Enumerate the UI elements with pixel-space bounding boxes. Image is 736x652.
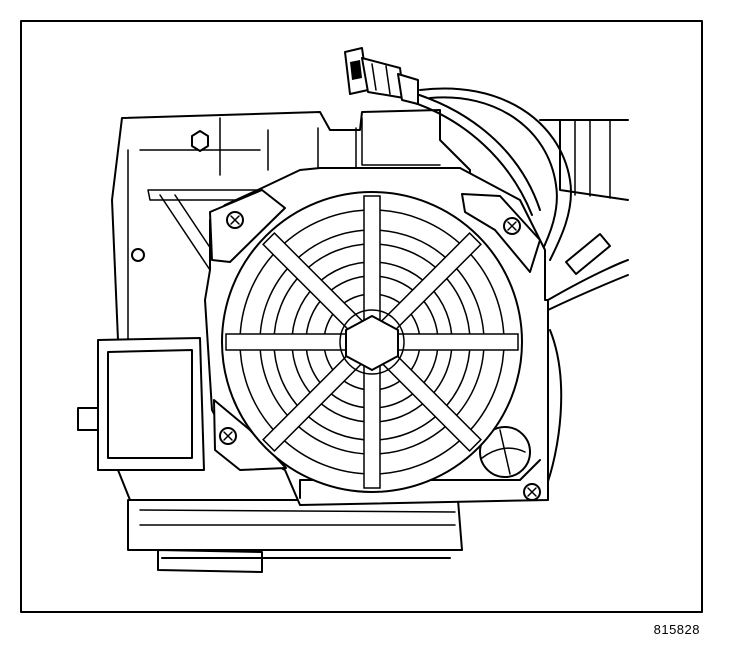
mount-ear-top-left [209, 189, 286, 263]
screw-bottom-left [219, 427, 237, 445]
screw-top-left [226, 211, 244, 229]
screw-top-right [503, 217, 521, 235]
fan-hub [345, 315, 399, 371]
mount-ear-top-right [461, 193, 541, 273]
side-duct [539, 119, 629, 491]
diagram-frame [20, 20, 703, 613]
duct-clip [565, 233, 611, 275]
wiring-harness [344, 47, 572, 261]
electrical-connector [344, 47, 419, 105]
hex-nut [191, 130, 209, 152]
fan-grille [221, 191, 523, 493]
screw-bottom-right [523, 483, 541, 501]
mounting-hole [131, 248, 145, 262]
figure-id-label: 815828 [653, 622, 700, 637]
blower-resistor [77, 337, 205, 471]
lower-flange [127, 499, 463, 573]
mounting-screws [219, 211, 541, 501]
mount-ear-bottom-left [213, 399, 287, 471]
